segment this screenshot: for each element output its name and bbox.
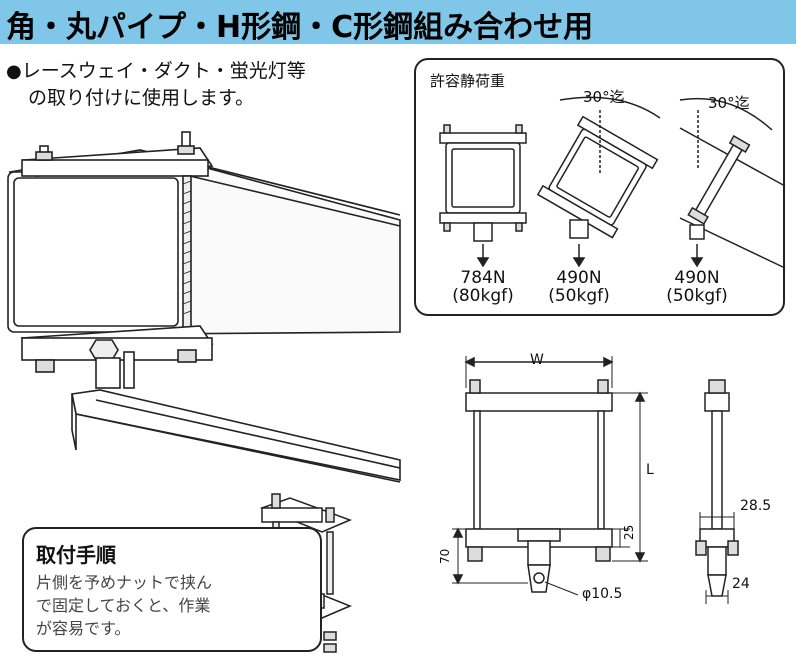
upper-clamp-front — [21, 159, 209, 177]
procedure-line-3: が容易です。 — [36, 619, 131, 638]
proc-rod-right — [326, 531, 334, 595]
procedure-box: 取付手順 片側を予めナットで挟ん で固定しておくと、作業 が容易です。 — [22, 527, 322, 652]
ld2-hanger — [569, 219, 589, 239]
center-hex-nut — [89, 339, 119, 361]
dim-24-label: 24 — [732, 576, 750, 592]
ld3-angle-arc — [679, 97, 773, 131]
center-hanger — [95, 357, 121, 389]
side-top-clamp — [704, 392, 730, 412]
side-hanger — [707, 546, 727, 576]
raceway-channel-side — [71, 393, 77, 451]
phi-leader — [544, 581, 579, 596]
dim-28-5-label: 28.5 — [740, 498, 772, 514]
page-title: 角・丸パイプ・H形鋼・C形鋼組み合わせ用 — [6, 10, 594, 45]
load-2-newton: 490N — [556, 268, 602, 288]
raceway-inner-edge — [95, 399, 401, 469]
pipe-top-inner-edge — [189, 175, 401, 227]
proc-bolt-left — [271, 493, 281, 509]
proc-nut-right-1 — [323, 631, 337, 641]
main-illustration — [7, 131, 401, 483]
procedure-title: 取付手順 — [36, 543, 116, 567]
bottom-nut-left — [35, 359, 55, 373]
bullet-icon: ● — [6, 61, 22, 82]
intro-text: ●レースウェイ・ダクト・蛍光灯等 の取り付けに使用します。 — [6, 58, 306, 112]
front-rod-left — [473, 410, 481, 530]
proc-top-plate-front — [261, 507, 323, 523]
dim-25-label: 25 — [622, 524, 636, 540]
ld3-hanger — [689, 224, 705, 240]
angle-label-1: 30°迄 — [583, 88, 625, 106]
front-hanger-top — [517, 528, 561, 542]
raceway-bottom-edge — [75, 413, 401, 483]
load-diagram-3 — [679, 97, 786, 269]
front-top-bar — [465, 392, 613, 412]
procedure-line-1: 片側を予めナットで挟ん — [36, 573, 213, 592]
side-rod — [711, 410, 723, 530]
front-rod-right — [597, 410, 605, 530]
dim-l-label: L — [646, 462, 654, 478]
dim-phi-label: φ10.5 — [582, 586, 623, 602]
allowable-load-box: 許容静荷重 — [414, 58, 785, 316]
load-1-newton: 784N — [460, 268, 506, 288]
front-hanger-body — [527, 540, 551, 566]
dim-70-label: 70 — [438, 548, 452, 564]
load-3-kgf: (50kgf) — [666, 286, 728, 306]
allowable-load-title: 許容静荷重 — [430, 72, 506, 90]
load-diagram-2 — [536, 96, 661, 268]
proc-nut-right-2 — [323, 643, 337, 653]
bottom-nut-right — [177, 349, 197, 363]
top-nut-left — [35, 151, 53, 161]
top-nut-right — [177, 145, 195, 155]
ld2-angle-arc — [559, 96, 661, 119]
square-pipe-inner — [13, 177, 179, 327]
side-view — [695, 379, 739, 604]
procedure-line-2: で固定しておくと、作業 — [36, 596, 211, 615]
front-view — [452, 356, 648, 596]
rod-threads — [182, 180, 192, 315]
front-hanger-hole — [533, 572, 545, 584]
load-diagram-1 — [439, 124, 527, 268]
intro-line-2: の取り付けに使用します。 — [28, 87, 255, 109]
ld1-arrow-head — [476, 257, 490, 268]
raceway-channel — [71, 389, 401, 481]
angle-label-2: 30°迄 — [708, 94, 750, 112]
header-bar: 角・丸パイプ・H形鋼・C形鋼組み合わせ用 — [0, 0, 796, 45]
ld3-arrow-head — [690, 257, 704, 268]
procedure-text: 片側を予めナットで挟ん で固定しておくと、作業 が容易です。 — [36, 571, 326, 640]
load-3-newton: 490N — [674, 268, 720, 288]
ld2-arrow-head — [572, 257, 586, 268]
load-2-kgf: (50kgf) — [548, 286, 610, 306]
load-1-kgf: (80kgf) — [452, 286, 514, 306]
center-hanger-clip — [123, 351, 135, 389]
ld1-hanger — [473, 222, 493, 242]
proc-bolt-right — [325, 507, 335, 523]
intro-line-1: レースウェイ・ダクト・蛍光灯等 — [21, 60, 306, 82]
dim-w-label: W — [530, 352, 544, 368]
